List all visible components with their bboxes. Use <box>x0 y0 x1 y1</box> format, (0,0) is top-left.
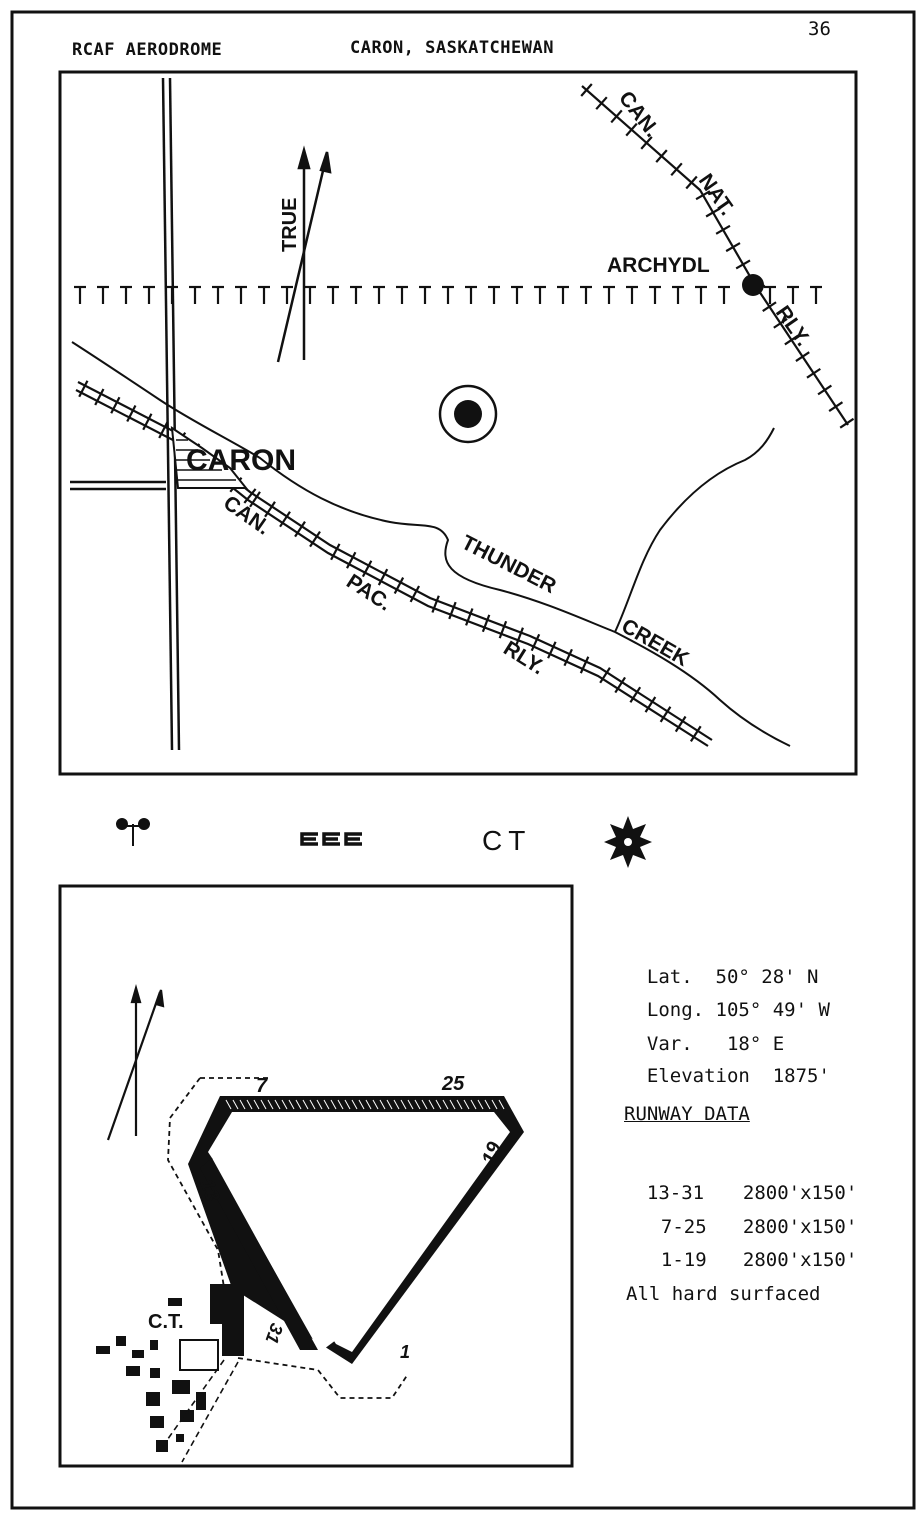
elev-value: 1875' <box>772 1065 830 1087</box>
runway-number-25: 25 <box>441 1073 465 1095</box>
archydl-label: ARCHYDL <box>607 254 710 277</box>
location-map-frame <box>58 70 858 776</box>
creek-tributary <box>614 427 775 633</box>
runway-row: 7-25 2800'x150' <box>624 1194 857 1238</box>
west-road <box>70 480 166 491</box>
transmission-line <box>74 285 822 304</box>
fuel-icon <box>300 832 362 846</box>
runway-id: 7-25 <box>660 1216 707 1238</box>
buildings <box>96 1284 244 1452</box>
header-title-right: CARON, SASKATCHEWAN <box>350 38 554 58</box>
runway-row: 13-31 2800'x150' <box>624 1160 857 1204</box>
long-label: Long. <box>646 999 705 1021</box>
runway-id: 13-31 <box>646 1182 705 1204</box>
var-label: Var. <box>646 1033 693 1055</box>
runway-number-7: 7 <box>256 1075 268 1097</box>
caron-town <box>170 425 249 489</box>
inset-north-arrow <box>106 983 165 1141</box>
long-value: 105° 49' W <box>715 999 830 1021</box>
runway-size: 2800'x150' <box>742 1249 858 1271</box>
facility-symbols: CT <box>116 816 652 868</box>
north-south-road <box>161 77 181 751</box>
cnr-railway <box>580 83 855 429</box>
variation-row: Var. 18° E <box>624 1011 784 1055</box>
airfield-boundary <box>167 1077 409 1399</box>
runway-number-1: 1 <box>400 1342 410 1362</box>
location-map: TRUE CARON ARCHYDL CAN. NAT. RLY. CAN. P… <box>58 70 858 776</box>
north-arrow <box>276 145 332 363</box>
runway-id: 1-19 <box>660 1249 707 1271</box>
inset-frame <box>58 884 574 1468</box>
latitude-row: Lat. 50° 28' N <box>624 944 819 988</box>
longitude-row: Long. 105° 49' W <box>624 977 830 1021</box>
runway-size: 2800'x150' <box>742 1216 858 1238</box>
runway-row: 1-19 2800'x150' <box>624 1227 857 1271</box>
elevation-row: Elevation 1875' <box>624 1043 830 1087</box>
control-tower-text: CT <box>482 825 531 856</box>
radio-range-icon <box>116 818 150 846</box>
page-number: 36 <box>808 18 831 40</box>
caron-label: CARON <box>186 444 296 477</box>
surface-note: All hard surfaced <box>626 1283 821 1305</box>
inset-ct-label: C.T. <box>148 1311 184 1333</box>
thunder-creek <box>71 341 791 747</box>
var-value: 18° E <box>726 1033 785 1055</box>
lat-label: Lat. <box>646 966 693 988</box>
lat-value: 50° 28' N <box>715 966 819 988</box>
header-title-left: RCAF AERODROME <box>72 40 223 60</box>
runway-data-heading: RUNWAY DATA <box>624 1103 750 1125</box>
beacon-star-icon <box>604 816 652 868</box>
elev-label: Elevation <box>646 1065 750 1087</box>
north-arrow-label: TRUE <box>279 198 301 252</box>
runway-number-31: 31 <box>261 1321 287 1347</box>
access-road <box>159 1359 239 1463</box>
runway-triangle <box>188 1096 524 1364</box>
runway-size: 2800'x150' <box>742 1182 858 1204</box>
archydl-station <box>742 274 764 296</box>
